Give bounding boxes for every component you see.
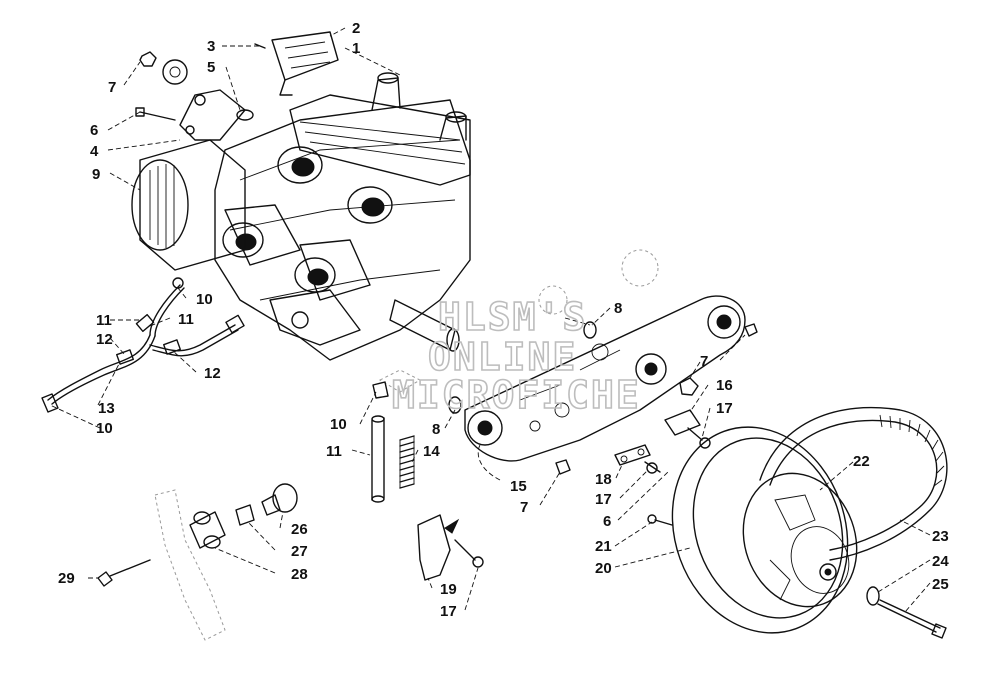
- callout-21: 21: [595, 538, 612, 555]
- bushing-27: [235, 504, 255, 526]
- callout-11-center: 11: [326, 443, 342, 460]
- callout-8-lower: 8: [432, 421, 440, 438]
- chaincase-phantom-outline: [378, 249, 659, 393]
- engine-mount-bracket: [179, 89, 246, 141]
- callout-17-bottom: 17: [440, 603, 457, 620]
- drive-sprocket: [162, 59, 188, 85]
- callout-20: 20: [595, 560, 612, 577]
- callout-13: 13: [98, 400, 115, 417]
- chaincase-washer-8-lower: [448, 396, 462, 414]
- callout-6-top: 6: [90, 122, 98, 139]
- chaincase-nut-7-right: [679, 323, 758, 396]
- callout-10-upper: 10: [196, 291, 213, 308]
- clutch-screw-21: [647, 514, 673, 526]
- microfiche-watermark: HLSM'S ONLINE MICROFICHE: [391, 294, 641, 418]
- callout-16: 16: [716, 377, 733, 394]
- callout-9: 9: [92, 166, 100, 183]
- callout-22: 22: [853, 453, 870, 470]
- callout-1: 1: [352, 40, 360, 57]
- callout-27: 27: [291, 543, 308, 560]
- bolt-29: [97, 559, 151, 587]
- callout-15: 15: [510, 478, 527, 495]
- chaincase-nut-15: [555, 459, 571, 475]
- callout-10-lower: 10: [96, 420, 113, 437]
- engine-block: [214, 72, 471, 361]
- tensioner-spring-14: [399, 435, 415, 489]
- fuel-hose-assembly: [41, 277, 245, 413]
- callout-12-left: 12: [96, 331, 113, 348]
- callout-19: 19: [440, 581, 457, 598]
- callout-25: 25: [932, 576, 949, 593]
- rod-end-10: [372, 381, 389, 399]
- callout-29: 29: [58, 570, 75, 587]
- cap-bolt-26: [261, 483, 298, 516]
- chaincase-bolt-8-upper: [564, 317, 597, 339]
- gauge-module: [271, 31, 339, 96]
- callout-6-mid: 6: [603, 513, 611, 530]
- callout-11-mid: 11: [178, 311, 194, 328]
- callout-26: 26: [291, 521, 308, 538]
- callout-leader-lines: [49, 27, 931, 613]
- callout-24: 24: [932, 553, 949, 570]
- callout-4: 4: [90, 143, 99, 160]
- callout-2: 2: [352, 20, 360, 37]
- clutch-washer-24: [866, 586, 880, 606]
- callout-7-lower: 7: [520, 499, 528, 516]
- callout-11-left: 11: [96, 312, 112, 329]
- callout-3: 3: [207, 38, 215, 55]
- callout-17-mid: 17: [595, 491, 612, 508]
- tensioner-rod-11: [371, 415, 385, 503]
- frame-rail-phantom: [154, 489, 226, 641]
- driven-clutch-20: [671, 426, 858, 634]
- mount-bolt-6: [135, 107, 176, 121]
- callout-10-center: 10: [330, 416, 347, 433]
- callout-28: 28: [291, 566, 308, 583]
- lock-nut-7: [139, 51, 157, 67]
- callout-18: 18: [595, 471, 612, 488]
- callout-17-right: 17: [716, 400, 733, 417]
- callout-8-upper: 8: [614, 300, 622, 317]
- callout-labels: 2 1 3 5 7 6 4 9 10 11 11 12 12 13 10 10 …: [58, 20, 949, 620]
- watermark-line-3: MICROFICHE: [392, 373, 641, 417]
- gauge-screw-3: [254, 43, 266, 49]
- callout-7-right: 7: [700, 353, 708, 370]
- callout-5: 5: [207, 59, 215, 76]
- mount-bracket-19: [417, 514, 484, 581]
- tensioner-bracket-16: [664, 409, 701, 436]
- watermark-line-2: ONLINE: [428, 335, 577, 379]
- bolt-17-right: [687, 427, 711, 449]
- callout-7-top: 7: [108, 79, 116, 96]
- callout-14: 14: [423, 443, 440, 460]
- callout-12-right: 12: [204, 365, 221, 382]
- watermark-line-1: HLSM'S: [438, 295, 587, 339]
- washer-5: [236, 109, 254, 121]
- drive-belt-23: [759, 406, 948, 561]
- callout-23: 23: [932, 528, 949, 545]
- spacer-tube-28: [189, 511, 226, 549]
- link-plate-18: [614, 444, 661, 474]
- clutch-bolt-25: [877, 599, 947, 639]
- chaincase-plate: [464, 295, 746, 462]
